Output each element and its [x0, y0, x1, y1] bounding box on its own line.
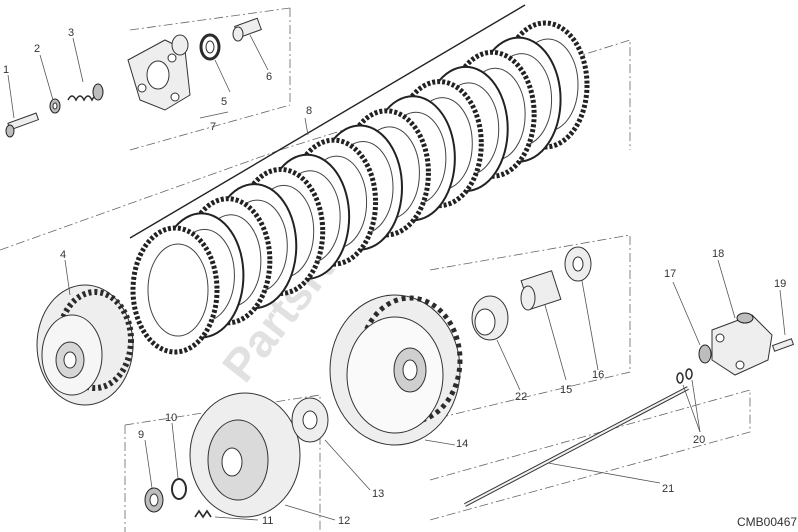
part-21-pushrod	[464, 386, 689, 507]
callout-15: 15	[560, 384, 572, 396]
part-18-slave-cylinder	[711, 312, 773, 376]
clutch-plates	[130, 20, 590, 355]
callout-13: 13	[372, 488, 384, 500]
part-7-pressure-cap	[127, 34, 191, 111]
callout-17: 17	[664, 268, 676, 280]
callout-5: 5	[221, 96, 227, 108]
callout-3: 3	[68, 27, 74, 39]
part-16-washer	[564, 246, 592, 282]
diagram-code: CMB00467	[737, 515, 797, 529]
part-19-bolt	[771, 338, 795, 352]
leader-lines	[7, 34, 786, 521]
callout-2: 2	[34, 43, 40, 55]
part-12-clutch-hub	[189, 392, 301, 518]
part-15-bush	[520, 270, 562, 311]
part-5-bearing	[199, 33, 221, 61]
callout-20: 20	[693, 434, 705, 446]
assembly-boxes	[0, 7, 751, 532]
callout-8: 8	[306, 105, 312, 117]
callout-22: 22	[515, 391, 527, 403]
callout-11: 11	[262, 515, 273, 527]
part-11-spring-pin	[194, 509, 212, 519]
part-20-orings	[676, 368, 693, 384]
callout-labels: 1 2 3 4 5 6 7 8 9 10 11 12 13 14 15 16 1…	[3, 27, 786, 527]
clutch-plate-inner	[147, 243, 209, 337]
part-17-piston	[698, 344, 712, 364]
part-4-clutch-drum	[36, 284, 134, 406]
part-2-washer	[49, 98, 61, 114]
part-9-nut	[144, 487, 164, 513]
callout-6: 6	[266, 71, 272, 83]
part-13-thrust-washer	[291, 397, 329, 443]
part-3-spring	[67, 83, 104, 102]
callout-9: 9	[138, 429, 144, 441]
part-10-lock-washer	[171, 478, 187, 500]
clutch-plate	[130, 225, 220, 355]
callout-21: 21	[662, 483, 674, 495]
part-22-needle-bearing	[471, 295, 509, 341]
callout-7: 7	[210, 121, 216, 133]
callout-16: 16	[592, 369, 604, 381]
callout-10: 10	[165, 412, 177, 424]
plates-pack-line	[129, 4, 526, 239]
part-1-screw	[5, 112, 40, 138]
callout-1: 1	[3, 64, 9, 76]
callout-12: 12	[338, 515, 350, 527]
callout-18: 18	[712, 248, 724, 260]
callout-19: 19	[774, 278, 786, 290]
callout-4: 4	[60, 249, 66, 261]
callout-14: 14	[456, 438, 468, 450]
part-14-clutch-basket	[329, 294, 463, 446]
part-6-bush	[232, 17, 262, 42]
